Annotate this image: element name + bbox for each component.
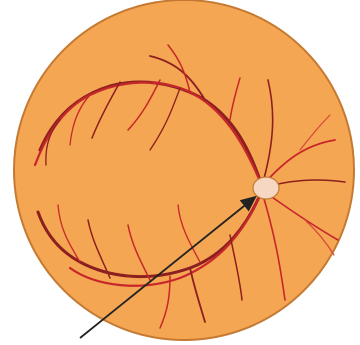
retina-fundus [14, 0, 354, 340]
optic-disc [253, 177, 279, 199]
